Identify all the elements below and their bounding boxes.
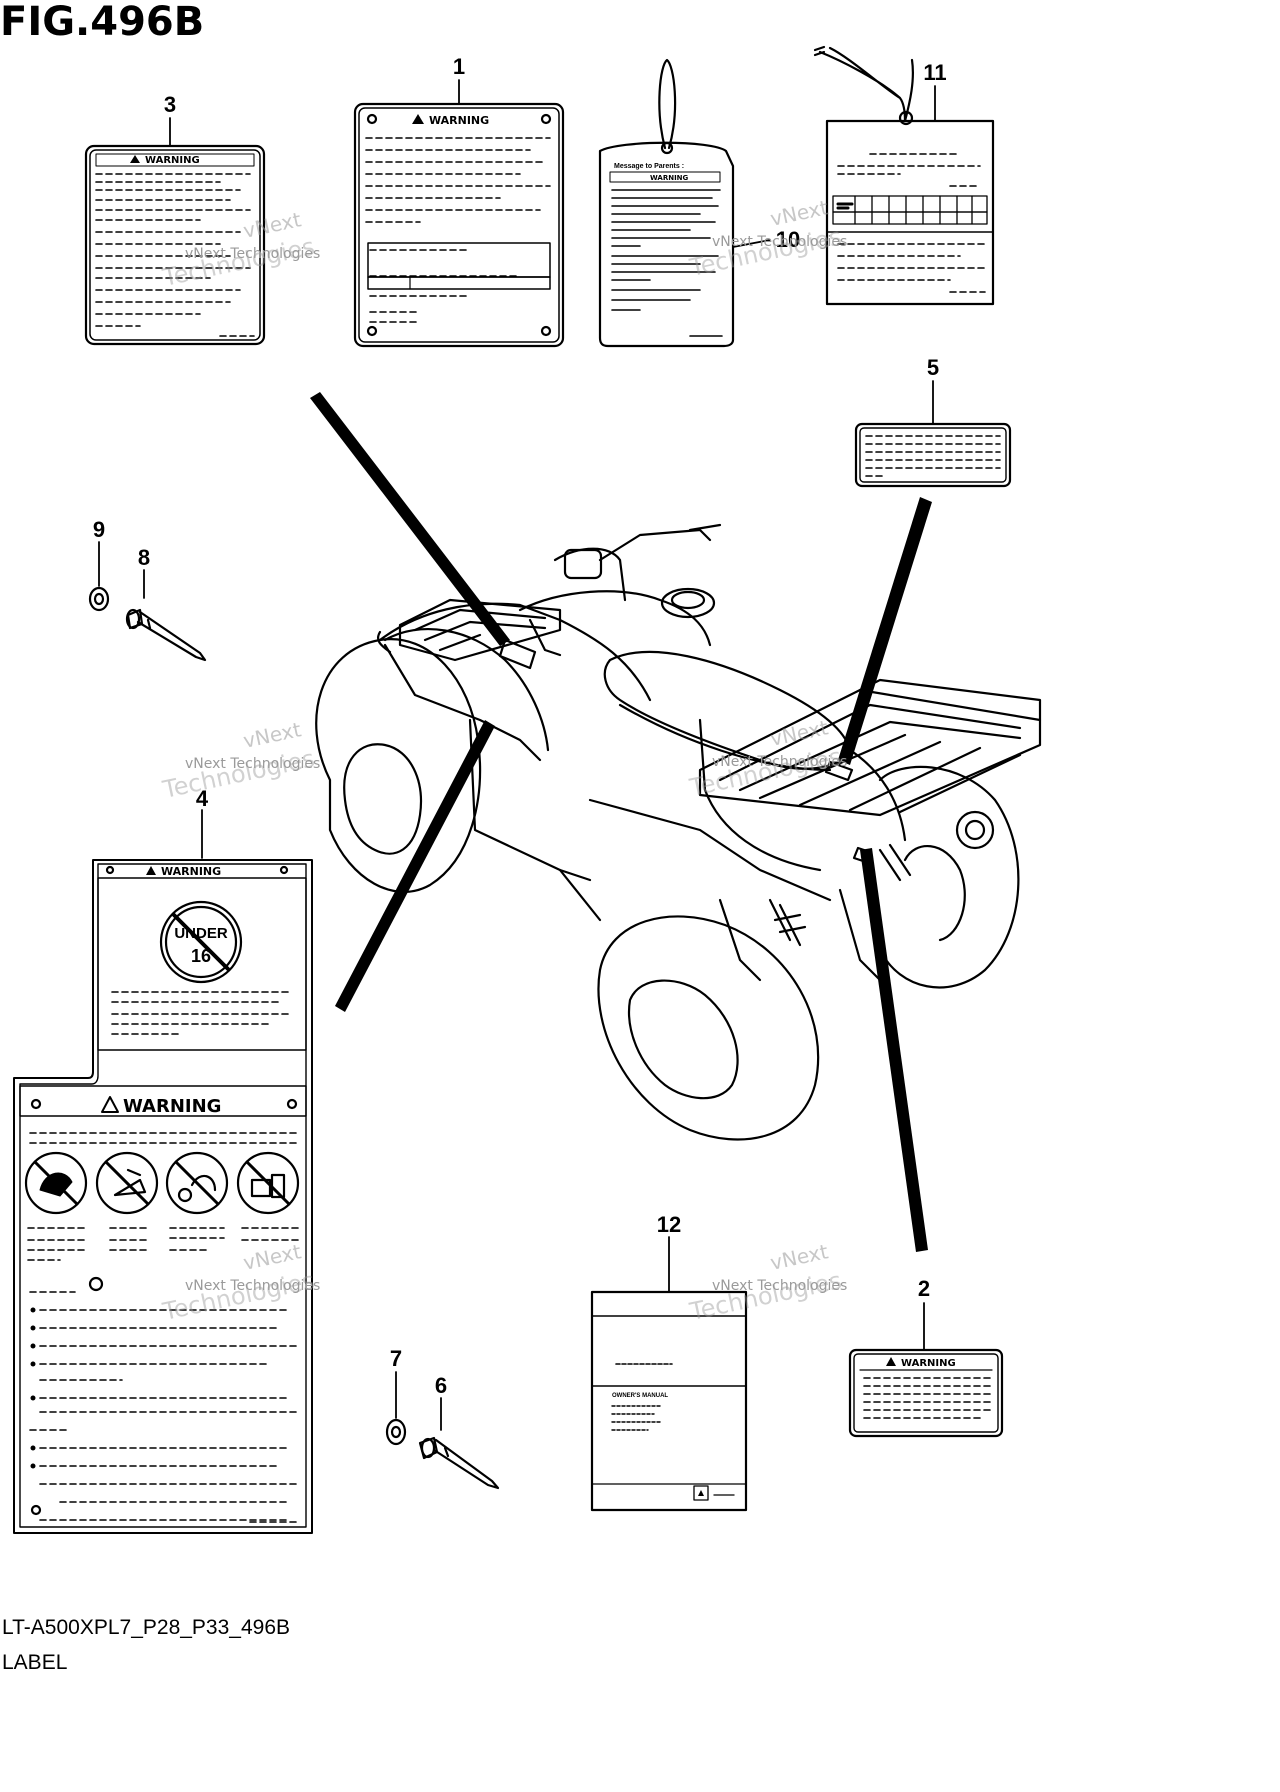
callout-7: 7 bbox=[390, 1346, 402, 1371]
callout-3: 3 bbox=[164, 92, 176, 117]
label-4-main-heading: WARNING bbox=[123, 1096, 221, 1117]
watermark-text: vNext Technologies bbox=[712, 1278, 847, 1294]
label-5 bbox=[854, 422, 1012, 488]
callout-8: 8 bbox=[138, 545, 150, 570]
figure-title: FIG.496B bbox=[0, 0, 205, 45]
callout-2: 2 bbox=[918, 1276, 930, 1301]
label-4-age-text: 16 bbox=[191, 946, 211, 966]
callout-10: 10 bbox=[776, 227, 800, 252]
callout-12: 12 bbox=[657, 1212, 681, 1237]
watermark-text: vNext Technologies bbox=[185, 246, 320, 262]
label-2: WARNING bbox=[848, 1348, 1004, 1438]
callout-5: 5 bbox=[927, 355, 939, 380]
callout-11: 11 bbox=[923, 60, 946, 85]
part-8-rivet bbox=[125, 608, 207, 662]
atv-illustration bbox=[310, 392, 1042, 1252]
label-10: Message to Parents : WARNING bbox=[598, 58, 735, 348]
watermark-text: Technologies bbox=[686, 222, 844, 282]
watermark-text: vNext Technologies bbox=[712, 754, 847, 770]
part-7-washer bbox=[385, 1418, 407, 1446]
label-1-heading: WARNING bbox=[429, 114, 489, 127]
callout-4: 4 bbox=[196, 786, 209, 811]
watermark-text: Technologies bbox=[159, 744, 317, 804]
label-4-top-heading: WARNING bbox=[161, 865, 221, 878]
label-1: WARNING bbox=[353, 102, 565, 348]
manual-title: OWNER'S MANUAL bbox=[612, 1393, 668, 1399]
model-code: LT-A500XPL7_P28_P33_496B bbox=[2, 1616, 291, 1639]
label-10-warning: WARNING bbox=[650, 174, 689, 182]
prohibition-icons bbox=[24, 1151, 300, 1215]
part-12-owners-manual: OWNER'S MANUAL bbox=[590, 1290, 748, 1512]
part-9-washer bbox=[88, 586, 110, 612]
figure-caption: LABEL bbox=[2, 1651, 68, 1674]
callout-6: 6 bbox=[435, 1373, 447, 1398]
callout-1: 1 bbox=[453, 54, 465, 79]
watermark-text: vNext Technologies bbox=[185, 1278, 320, 1294]
leader-10 bbox=[732, 239, 771, 248]
watermark-text: Technologies bbox=[159, 1266, 317, 1326]
watermark-text: Technologies bbox=[159, 232, 317, 292]
label-2-heading: WARNING bbox=[901, 1358, 956, 1369]
label-11 bbox=[813, 45, 995, 306]
label-10-heading: Message to Parents : bbox=[614, 163, 684, 170]
watermark-text: vNext Technologies bbox=[185, 756, 320, 772]
callout-9: 9 bbox=[93, 517, 105, 542]
label-4-under-text: UNDER bbox=[174, 925, 228, 942]
watermark-text: Technologies bbox=[686, 1266, 844, 1326]
label-4: WARNING UNDER 16 WARNING bbox=[13, 859, 313, 1534]
watermark-group: vNext Technologies vNext Technologies vN… bbox=[159, 195, 847, 1326]
watermark-text: Technologies bbox=[686, 742, 844, 802]
part-6-rivet bbox=[418, 1436, 500, 1490]
label-3: WARNING bbox=[84, 144, 266, 346]
label-3-heading: WARNING bbox=[145, 155, 200, 166]
watermark-text: vNext Technologies bbox=[712, 234, 847, 250]
